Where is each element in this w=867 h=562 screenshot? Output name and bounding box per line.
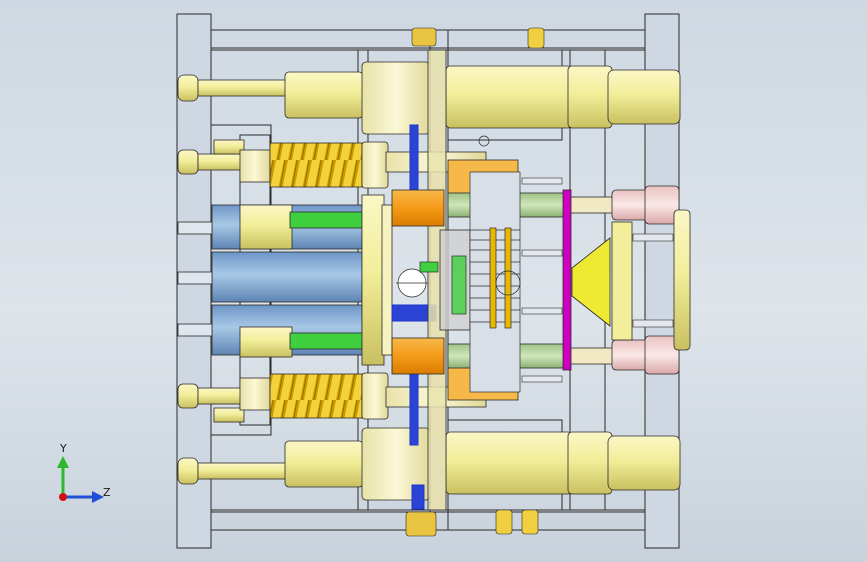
ejector-plate-cylinders: [177, 204, 363, 358]
moving-plate: [361, 194, 393, 366]
spring-bottom: [269, 373, 363, 419]
guide-pillar-top: [177, 61, 681, 135]
coordinate-triad: Y Z: [57, 442, 111, 503]
cavity-detail: [396, 135, 521, 393]
triad-z-label: Z: [103, 486, 111, 499]
triad-y-label: Y: [59, 442, 67, 455]
bolts: [521, 177, 674, 383]
triad-x-axis: [59, 493, 67, 501]
sprue-assembly: [562, 185, 691, 375]
guide-pillar-bottom: [177, 427, 681, 501]
spring-top: [269, 142, 363, 188]
cooling-fittings: [405, 27, 545, 537]
